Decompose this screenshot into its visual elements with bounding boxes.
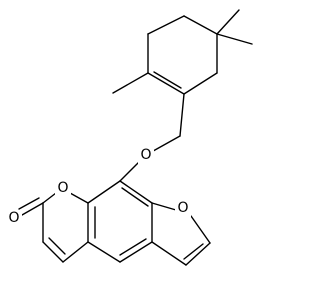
carbonyl-oxygen-label: O: [8, 210, 19, 226]
carbonyl-oxygen-label-bg: [6, 210, 22, 228]
bond-benzene-top-right: [119, 180, 153, 204]
bond-ring-top: [147, 15, 185, 35]
bond-gem-methyl-2: [216, 33, 253, 45]
bond-ring-lower-right: [183, 72, 218, 95]
bond-pyranone-c3-c4: [42, 241, 64, 263]
bond-benzene-bottom-right-inner: [119, 238, 147, 256]
bond-pyranone-c3-c4-inner: [48, 237, 66, 255]
bond-carbonyl-inner: [18, 197, 40, 210]
bond-benzene-bottom-left: [87, 241, 121, 263]
bond-benzene-top-right-inner: [121, 187, 149, 207]
bond-pyranone-c8a-o: [69, 192, 89, 204]
bond-ring-upper-right: [183, 15, 218, 35]
atom-labels: O O O O: [6, 146, 191, 228]
bond-lines: [18, 9, 253, 266]
furan-oxygen-label-bg: [175, 200, 191, 218]
pyranone-oxygen-label-bg: [55, 180, 71, 198]
bond-furan-c3-c3a: [151, 241, 187, 266]
bond-benzene-bottom-right: [119, 241, 153, 263]
bond-pyranone-c4-c4a: [62, 241, 89, 263]
bond-furan-c2-c3: [185, 242, 211, 266]
furan-oxygen-label: O: [177, 200, 188, 216]
bond-furan-c2-c3-inner: [183, 243, 204, 260]
bond-pyranone-o-c2: [42, 192, 57, 204]
pyranone-oxygen-label: O: [57, 180, 68, 196]
bond-furan-c-o: [151, 202, 177, 211]
ether-oxygen-label: O: [140, 147, 151, 163]
bond-ring-alkene: [147, 72, 185, 95]
bond-ring-alkene-inner: [153, 71, 182, 89]
bond-carbonyl-outer: [21, 202, 44, 216]
chemical-structure-diagram: O O O O: [6, 9, 253, 266]
bond-benzene-top-left: [87, 180, 121, 204]
bond-alkene-methyl: [112, 72, 149, 94]
ether-oxygen-label-bg: [138, 146, 154, 164]
bond-ring-to-ch2: [179, 93, 185, 137]
bond-gem-methyl-1: [216, 9, 240, 35]
bond-furan-o-c2: [190, 215, 211, 244]
